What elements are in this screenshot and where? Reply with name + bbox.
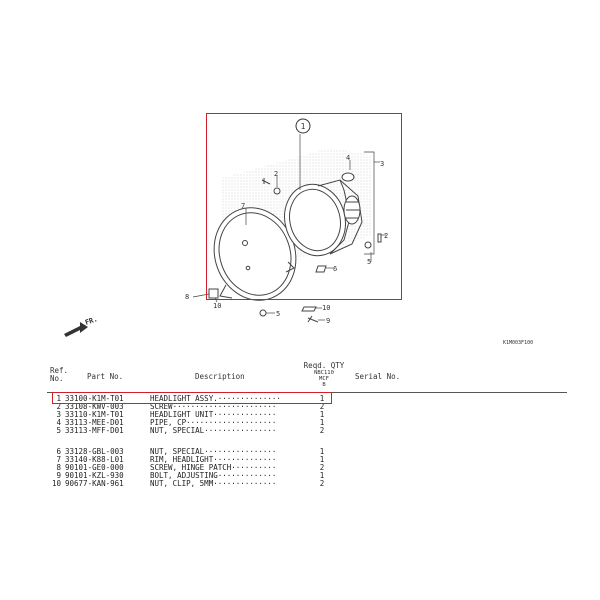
callout-6: 6 (333, 265, 337, 273)
headlight-rim (213, 207, 297, 301)
forward-arrow-icon (64, 322, 88, 337)
diagram-drawing: 1 3 4 2 7 2 5 6 8 10 5 10 9 (64, 118, 388, 337)
callout-4: 4 (346, 154, 350, 162)
table-row[interactable]: 7 33140-K88-L01 RIM, HEADLIGHT··········… (56, 455, 325, 464)
table-row[interactable]: 10 90677-KAN-961 NUT, CLIP, 5MM·········… (51, 479, 325, 488)
callout-3: 3 (380, 160, 384, 168)
callout-7: 7 (241, 202, 245, 210)
callout-10-left: 10 (213, 302, 221, 310)
table-row[interactable]: 6 33128-GBL-003 NUT, SPECIAL············… (56, 447, 325, 456)
table-row[interactable]: 2 33108-KWV-003 SCREW···················… (56, 402, 325, 411)
header-part-no: Part No. (87, 372, 124, 381)
assembly-highlight-box (206, 113, 402, 300)
table-row[interactable]: 3 33110-K1M-T01 HEADLIGHT UNIT··········… (56, 410, 325, 419)
table-row[interactable]: 9 90101-KZL-930 BOLT, ADJUSTING·········… (56, 471, 325, 480)
header-description: Description (195, 372, 245, 381)
small-parts (208, 172, 382, 323)
callout-2-top: 2 (274, 170, 278, 178)
header-ref: Ref. No. (50, 366, 69, 383)
callout-5-bottom: 5 (276, 310, 280, 318)
selected-row-highlight (52, 392, 332, 404)
header-qty: Reqd. QTY NBC110 MCF B (303, 361, 345, 389)
callout-8: 8 (185, 293, 189, 301)
table-row[interactable]: 5 33113-MFF-D01 NUT, SPECIAL············… (56, 426, 325, 435)
callout-2-right: 2 (384, 232, 388, 240)
figure-code: K1M003F100 (503, 340, 534, 346)
callout-assembly: 1 (301, 122, 306, 131)
assembly-callout-circle (295, 118, 311, 134)
header-serial-no: Serial No. (355, 372, 401, 381)
table-row[interactable]: 8 90101-GE0-000 SCREW, HINGE PATCH······… (56, 463, 325, 472)
headlight-unit (284, 179, 363, 257)
table-row[interactable]: 4 33113-MEE-D01 PIPE, CP················… (56, 418, 325, 427)
callout-5-right: 5 (367, 258, 371, 266)
callout-9: 9 (326, 317, 330, 325)
table-row[interactable]: 1 33100-K1M-T01 HEADLIGHT ASSY.·········… (56, 394, 325, 403)
exploded-diagram: 1 3 4 2 7 2 5 6 8 10 5 10 9 FR. K1M003F1… (64, 118, 534, 346)
callout-10-right: 10 (322, 304, 330, 312)
